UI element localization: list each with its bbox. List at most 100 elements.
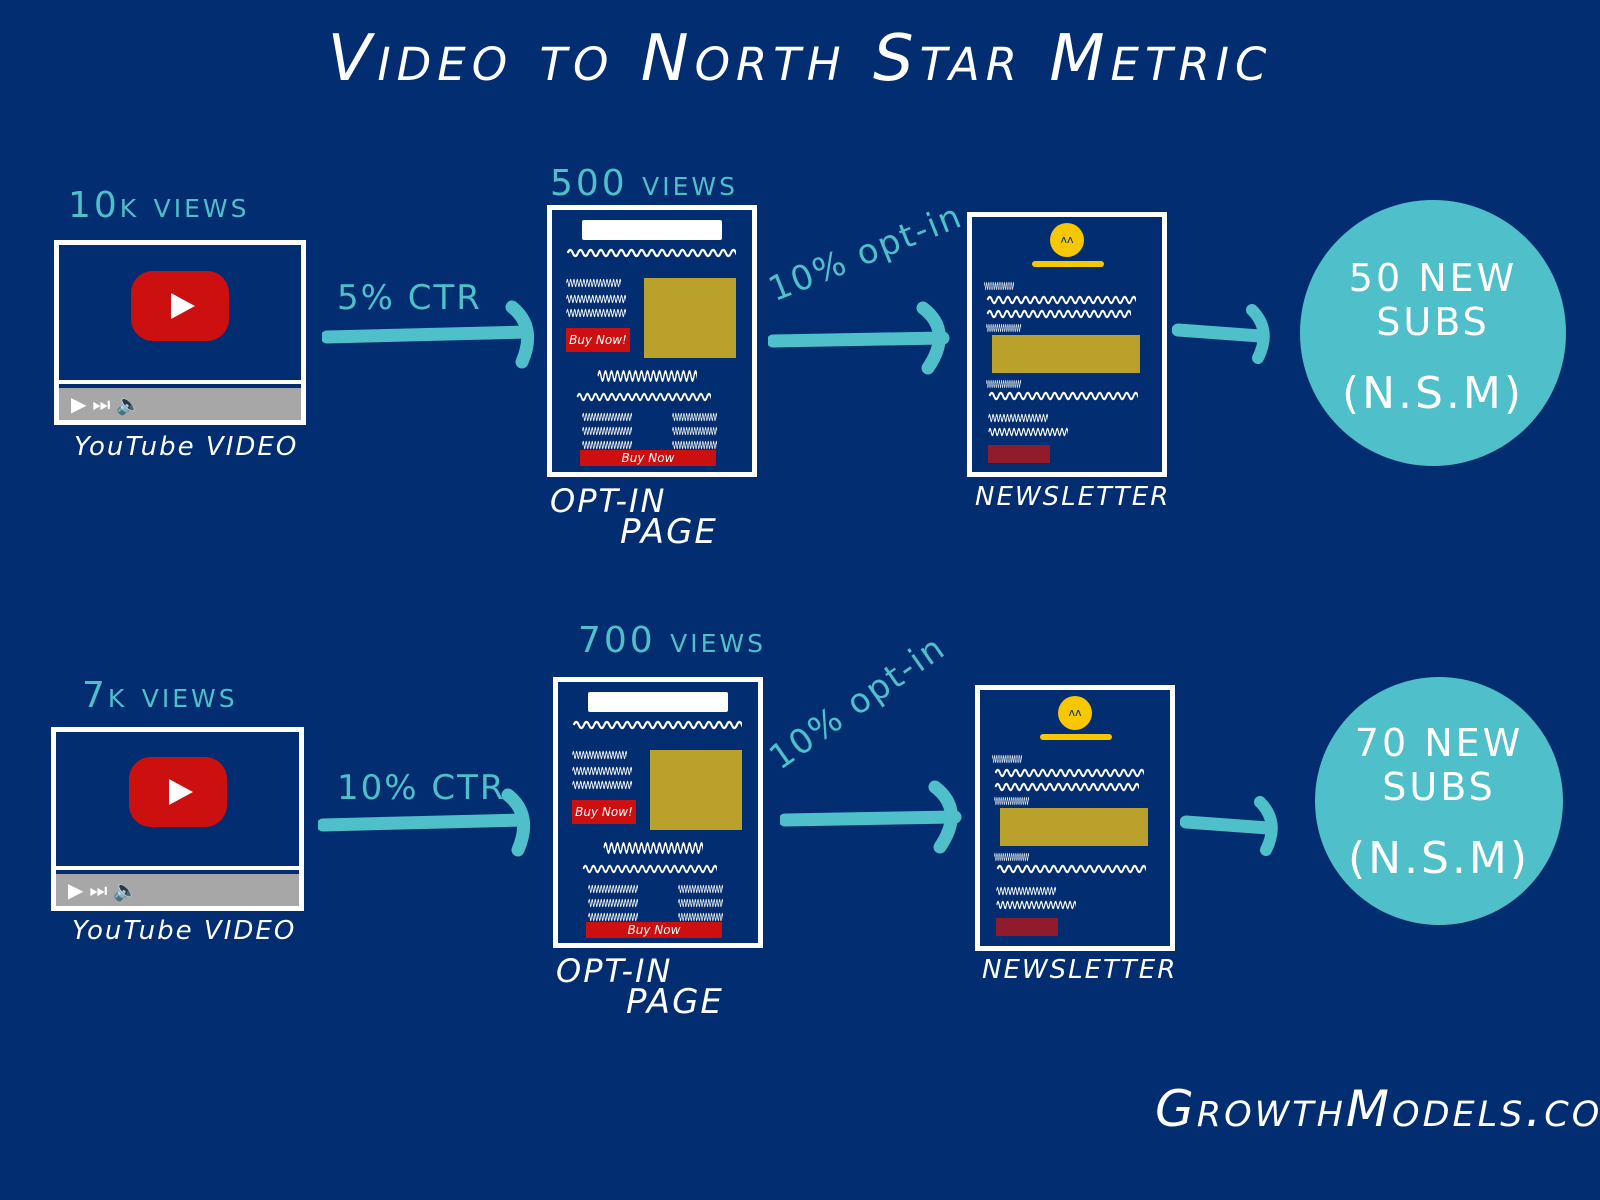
text-squiggle xyxy=(582,410,632,424)
ctr-label: 5% CTR xyxy=(337,278,482,318)
opt-in-rate-label: 10% opt-in xyxy=(763,195,969,310)
text-squiggle xyxy=(986,321,1021,335)
video-caption: YouTube VIDEO xyxy=(72,916,297,946)
image-placeholder xyxy=(650,750,742,830)
buy-now-bar: Buy Now xyxy=(586,922,722,938)
play-icon: ▶ xyxy=(68,878,84,902)
text-squiggle xyxy=(994,850,1029,864)
opt-in-caption-line1: OPT-IN xyxy=(550,482,667,520)
opt-in-caption-line1: OPT-IN xyxy=(556,952,673,990)
page-views-label: 700 VIEWS xyxy=(578,620,767,661)
youtube-play-icon xyxy=(131,270,229,341)
text-squiggle xyxy=(672,438,717,452)
opt-in-page-mockup: Buy Now! Buy Now xyxy=(547,205,757,477)
newsletter-caption: NEWSLETTER xyxy=(975,482,1171,512)
newsletter-mockup: ʌʌ xyxy=(967,212,1167,477)
text-squiggle xyxy=(572,778,632,792)
text-squiggle xyxy=(994,794,1029,808)
logo-icon: ʌʌ xyxy=(1058,696,1092,730)
text-squiggle xyxy=(996,898,1076,912)
video-controls: ▶ ⏭ 🔈 xyxy=(59,388,301,420)
text-squiggle xyxy=(582,438,632,452)
text-squiggle xyxy=(678,896,723,910)
opt-in-caption-line2: PAGE xyxy=(620,512,718,552)
text-squiggle xyxy=(672,424,717,438)
text-squiggle xyxy=(994,780,1139,794)
text-squiggle xyxy=(597,366,697,386)
buy-now-button-small: Buy Now! xyxy=(566,328,630,352)
text-squiggle xyxy=(672,410,717,424)
text-squiggle xyxy=(603,838,703,858)
text-squiggle xyxy=(984,279,1014,293)
north-star-metric-circle: 50 NEW SUBS (N.S.M) xyxy=(1300,200,1566,466)
text-squiggle xyxy=(678,882,723,896)
arrow-ctr xyxy=(318,788,531,857)
text-squiggle xyxy=(582,862,717,876)
image-placeholder xyxy=(644,278,736,358)
brand-footer: GrowthModels.co xyxy=(1155,1080,1600,1138)
text-squiggle xyxy=(576,390,711,404)
video-views-label: 7K VIEWS xyxy=(82,675,238,716)
volume-icon: 🔈 xyxy=(113,878,139,902)
text-squiggle xyxy=(988,411,1048,425)
volume-icon: 🔈 xyxy=(116,392,142,416)
new-subs-count: 70 NEW xyxy=(1354,721,1524,765)
arrow-opt-in xyxy=(780,780,962,854)
text-squiggle xyxy=(588,882,638,896)
arrow-opt-in xyxy=(768,301,950,375)
ctr-label: 10% CTR xyxy=(337,768,506,808)
new-subs-label: SUBS xyxy=(1382,765,1496,809)
image-placeholder xyxy=(1000,808,1148,846)
cta-button-placeholder xyxy=(996,918,1058,936)
text-squiggle xyxy=(566,246,736,260)
buy-now-bar: Buy Now xyxy=(580,450,716,466)
nsm-label: (N.S.M) xyxy=(1341,368,1525,419)
text-squiggle xyxy=(588,910,638,924)
text-squiggle xyxy=(572,718,742,732)
skip-next-icon: ⏭ xyxy=(89,878,108,902)
skip-next-icon: ⏭ xyxy=(92,392,111,416)
arrow-ctr xyxy=(322,300,535,369)
logo-icon: ʌʌ xyxy=(1050,223,1084,257)
cta-button-placeholder xyxy=(988,445,1050,463)
buy-now-button-small: Buy Now! xyxy=(572,800,636,824)
video-views-label: 10K VIEWS xyxy=(68,185,250,226)
text-squiggle xyxy=(986,293,1136,307)
text-squiggle xyxy=(988,425,1068,439)
youtube-video-thumbnail: ▶ ⏭ 🔈 xyxy=(51,727,304,911)
text-squiggle xyxy=(572,748,627,762)
page-views-label: 500 VIEWS xyxy=(550,163,739,204)
newsletter-caption: NEWSLETTER xyxy=(982,955,1178,985)
arrow-result xyxy=(1180,796,1278,856)
newsletter-mockup: ʌʌ xyxy=(975,685,1175,951)
text-squiggle xyxy=(988,389,1138,403)
text-squiggle xyxy=(996,862,1146,876)
image-placeholder xyxy=(992,335,1140,373)
text-squiggle xyxy=(566,306,626,320)
text-squiggle xyxy=(678,910,723,924)
youtube-play-icon xyxy=(128,757,227,827)
nsm-label: (N.S.M) xyxy=(1347,833,1531,884)
text-squiggle xyxy=(582,424,632,438)
opt-in-rate-label: 10% opt-in xyxy=(762,627,954,778)
text-squiggle xyxy=(986,377,1021,391)
text-squiggle xyxy=(566,276,621,290)
north-star-metric-circle: 70 NEW SUBS (N.S.M) xyxy=(1315,677,1563,925)
text-squiggle xyxy=(986,307,1131,321)
youtube-video-thumbnail: ▶ ⏭ 🔈 xyxy=(54,240,306,425)
new-subs-label: SUBS xyxy=(1376,300,1490,344)
play-icon: ▶ xyxy=(71,392,87,416)
arrow-result xyxy=(1172,304,1270,364)
diagram-title: Video to North Star Metric xyxy=(327,22,1273,96)
video-controls: ▶ ⏭ 🔈 xyxy=(56,874,299,906)
opt-in-caption-line2: PAGE xyxy=(626,982,724,1022)
text-squiggle xyxy=(566,292,626,306)
video-caption: YouTube VIDEO xyxy=(74,432,299,462)
text-squiggle xyxy=(996,884,1056,898)
text-squiggle xyxy=(588,896,638,910)
text-squiggle xyxy=(994,766,1144,780)
text-squiggle xyxy=(992,752,1022,766)
text-squiggle xyxy=(572,764,632,778)
new-subs-count: 50 NEW xyxy=(1348,256,1518,300)
opt-in-page-mockup: Buy Now! Buy Now xyxy=(553,677,763,948)
